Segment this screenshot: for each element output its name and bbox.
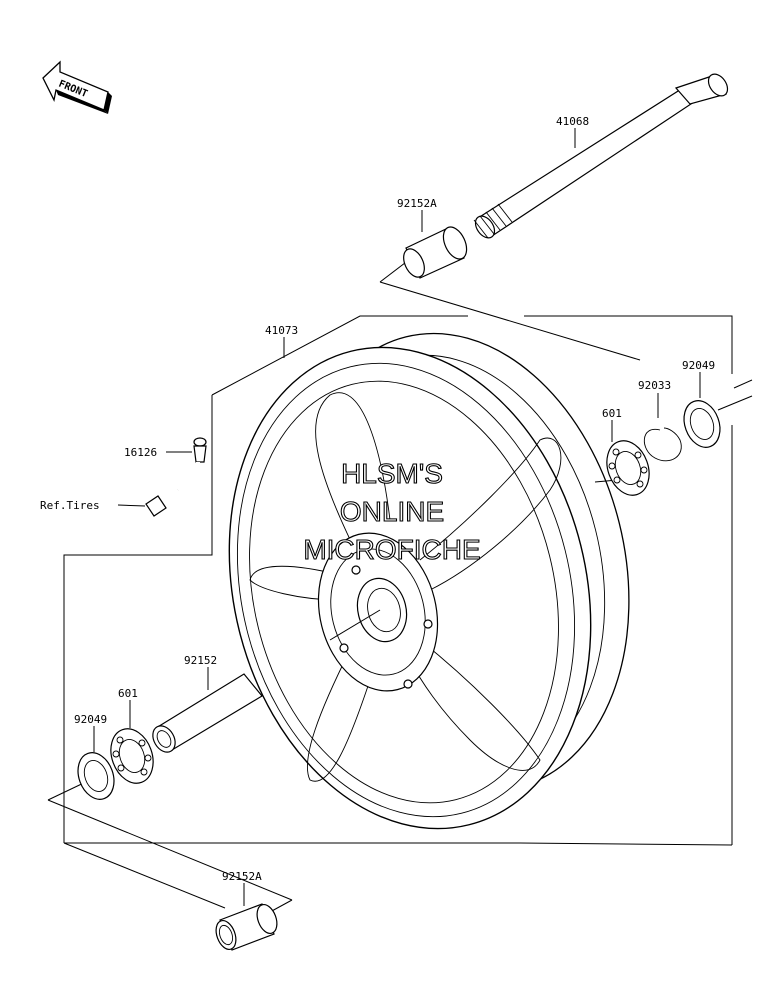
label-92152: 92152	[184, 654, 217, 667]
label-92152a-bottom: 92152A	[222, 870, 262, 883]
label-16126: 16126	[124, 446, 157, 459]
label-ref-tires: Ref.Tires	[40, 499, 100, 512]
bearing-601-right	[606, 420, 650, 496]
label-41073: 41073	[265, 324, 298, 337]
collar-92152a-top	[403, 210, 468, 279]
watermark-line-3: MICROFICHE	[303, 534, 480, 565]
bearing-601-left	[110, 700, 154, 784]
watermark-line-1: HLSM'S	[341, 458, 443, 489]
watermark-line-2: ONLINE	[340, 496, 444, 527]
valve-16126	[166, 437, 207, 492]
label-41068: 41068	[556, 115, 589, 128]
label-601-right: 601	[602, 407, 622, 420]
valve-cap	[117, 495, 167, 517]
oil-seal-92049-right	[683, 372, 721, 448]
wheel-41073	[228, 332, 641, 830]
collar-92152a-bottom	[215, 883, 278, 951]
oil-seal-92049-left	[77, 726, 115, 800]
front-arrow-icon: FRONT	[42, 60, 112, 114]
axle-41068	[473, 73, 729, 239]
label-601-left: 601	[118, 687, 138, 700]
assembly-outline	[47, 252, 753, 913]
label-92049-right: 92049	[682, 359, 715, 372]
label-92049-left: 92049	[74, 713, 107, 726]
label-92152a-top: 92152A	[397, 197, 437, 210]
label-92033: 92033	[638, 379, 671, 392]
circlip-92033	[643, 393, 682, 462]
collar-92152	[152, 667, 263, 753]
